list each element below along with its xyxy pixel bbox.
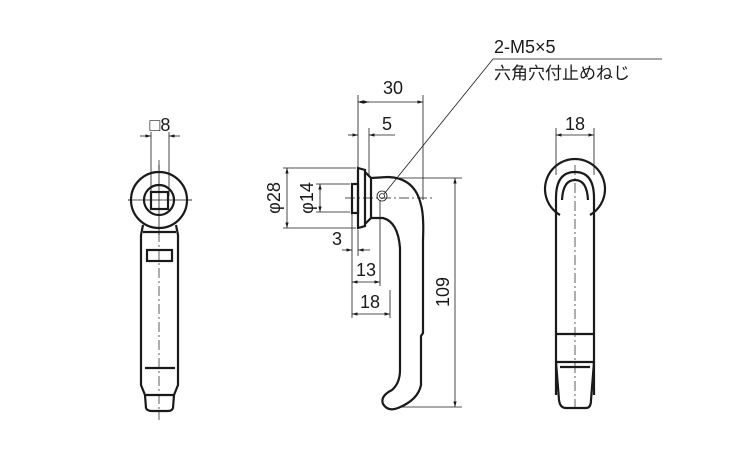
dim-30: 30: [383, 78, 403, 98]
dim-3: 3: [332, 229, 342, 249]
dim-18-side: 18: [360, 292, 380, 312]
dim-18-end: 18: [565, 114, 585, 134]
end-view: 18: [543, 114, 607, 412]
dim-phi-28: φ28: [264, 182, 284, 214]
front-view: □8: [128, 115, 192, 420]
dim-13: 13: [356, 260, 376, 280]
callout-description: 六角穴付止めねじ: [494, 64, 630, 84]
side-view: 30 5 φ28 φ14 3 13 18 109: [264, 37, 662, 411]
dim-109: 109: [433, 277, 453, 307]
dim-square-8: □8: [150, 115, 171, 135]
dim-5: 5: [382, 114, 392, 134]
dim-phi-14: φ14: [297, 182, 317, 214]
callout-spec: 2-M5×5: [494, 37, 556, 57]
